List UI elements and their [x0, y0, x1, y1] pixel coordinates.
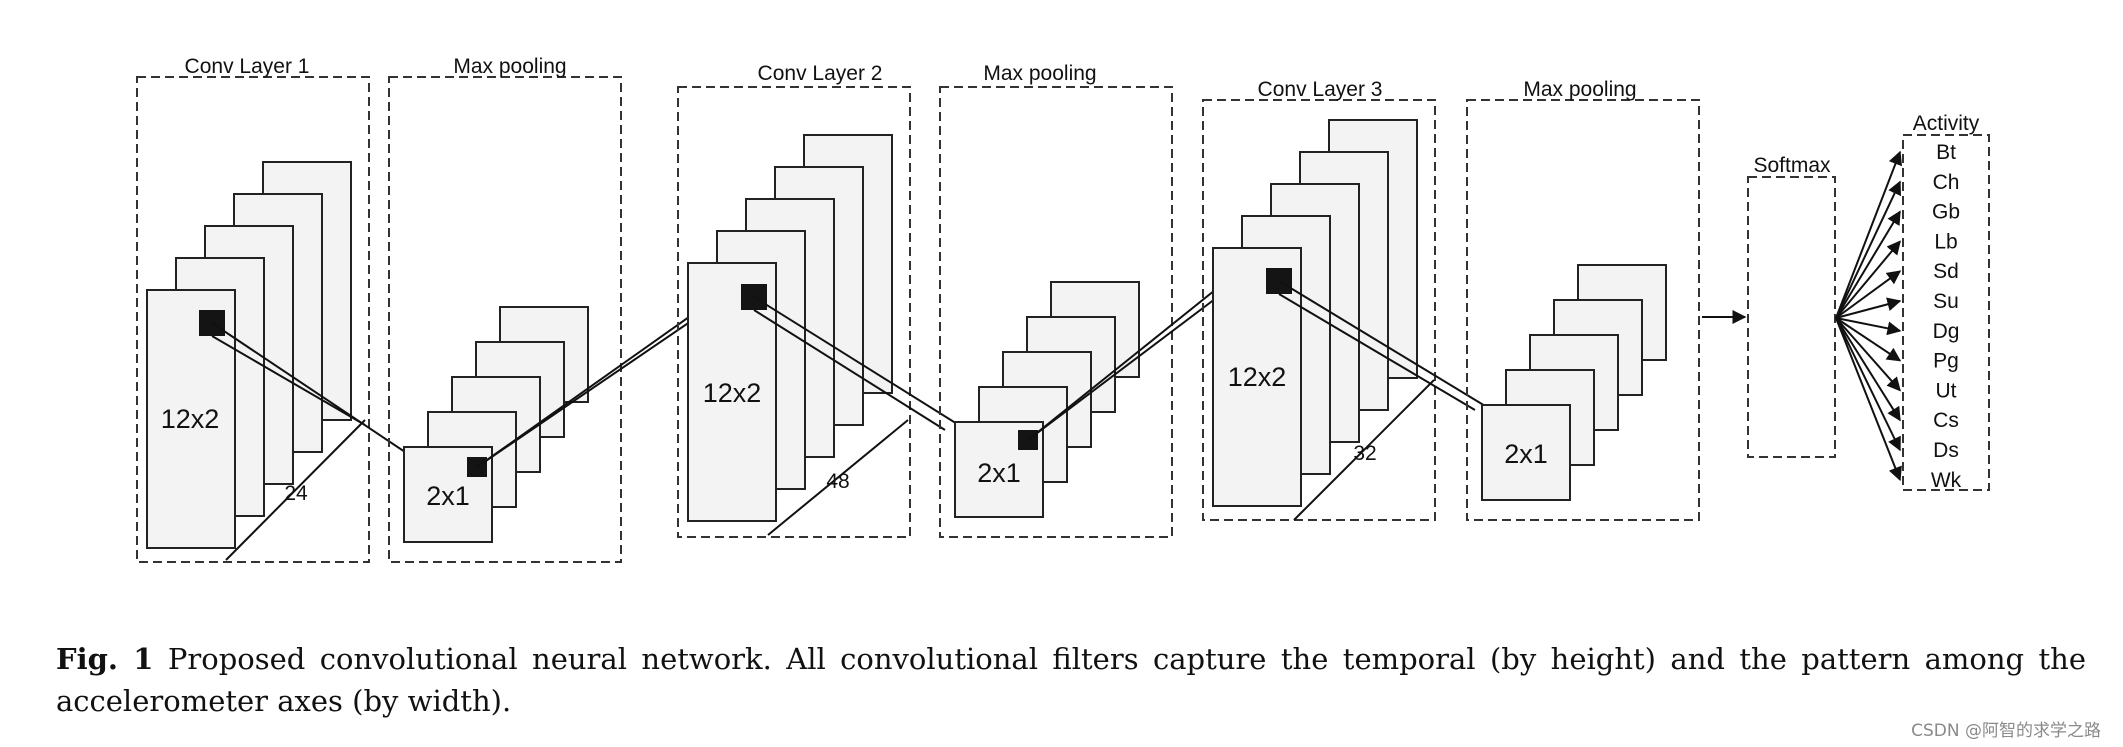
activity-label-su: Su — [1933, 290, 1959, 313]
conv3-map-1 — [1212, 247, 1302, 507]
activity-label-cs: Cs — [1933, 409, 1959, 432]
figure-caption: Fig. 1 Proposed convolutional neural net… — [56, 638, 2086, 722]
watermark: CSDN @阿智的求学之路 — [1911, 721, 2101, 741]
activity-arrow-pg — [1835, 317, 1902, 362]
activity-label-dg: Dg — [1933, 320, 1960, 343]
activity-label-bt: Bt — [1936, 141, 1956, 164]
conv2-map-1 — [687, 262, 777, 522]
activity-label-gb: Gb — [1932, 201, 1960, 224]
activity-label-wk: Wk — [1931, 469, 1962, 492]
softmax-box — [1747, 176, 1836, 458]
activity-arrow-wk — [1835, 317, 1902, 482]
conv-layer-1-box — [136, 76, 370, 563]
activity-box — [1902, 134, 1990, 491]
conv2-count-label: 48 — [826, 470, 849, 493]
conv-layer-1-title: Conv Layer 1 — [185, 55, 310, 78]
activity-arrow-sd — [1835, 270, 1902, 319]
pool2-dim-label: 2x1 — [977, 458, 1021, 488]
activity-arrow-ch — [1835, 180, 1901, 319]
conv1-wire-a — [211, 322, 421, 463]
conv-layer-2-box — [677, 86, 911, 538]
caption-text: Proposed convolutional neural network. A… — [56, 642, 2086, 718]
conv1-wire-b — [211, 335, 366, 426]
activity-arrow-su — [1835, 297, 1902, 319]
conv-layer-2-title: Conv Layer 2 — [758, 62, 883, 85]
activity-label-sd: Sd — [1933, 260, 1959, 283]
activity-label-ds: Ds — [1933, 439, 1959, 462]
pool3-dim-label: 2x1 — [1504, 439, 1548, 469]
max-pooling-1-box — [388, 76, 622, 563]
activity-label-pg: Pg — [1933, 350, 1959, 373]
conv2-dim-label: 12x2 — [703, 378, 762, 408]
pool2-wire-a — [1027, 269, 1241, 441]
conv3-depth-line — [1293, 379, 1435, 521]
conv3-count-label: 32 — [1353, 442, 1376, 465]
cnn-diagram: Conv Layer 1 12x2 24 Max pooling 2x1 Conv Lay… — [136, 55, 1990, 563]
max-pooling-2-box — [939, 86, 1173, 538]
conv1-count-label: 24 — [284, 482, 308, 505]
conv1-dim-label: 12x2 — [161, 404, 220, 434]
pool1-dim-label: 2x1 — [426, 481, 470, 511]
activity-title: Activity — [1913, 112, 1980, 135]
conv2-wire-a — [753, 296, 971, 433]
conv-layer-3-box — [1202, 99, 1436, 521]
max-pooling-3-title: Max pooling — [1523, 78, 1636, 101]
conv1-depth-line — [225, 419, 366, 561]
max-pooling-3-box — [1466, 99, 1700, 521]
activity-arrow-cs — [1835, 317, 1901, 422]
conv3-wire-b — [1278, 293, 1476, 411]
pool3-map-1 — [1481, 404, 1571, 501]
conv3-wire-a — [1278, 280, 1501, 416]
activity-arrow-ut — [1835, 317, 1901, 392]
pool1-wire-b — [476, 314, 701, 468]
max-pooling-1-title: Max pooling — [453, 55, 566, 78]
max-pooling-2-title: Max pooling — [983, 62, 1096, 85]
activity-arrow-gb — [1835, 210, 1901, 319]
activity-label-ut: Ut — [1936, 379, 1957, 402]
activity-arrow-lb — [1835, 240, 1901, 319]
activity-arrow-dg — [1835, 317, 1902, 336]
activity-label-ch: Ch — [1933, 171, 1960, 194]
conv3-dim-label: 12x2 — [1228, 362, 1287, 392]
conv-layer-3-title: Conv Layer 3 — [1258, 78, 1383, 101]
conv2-wire-b — [753, 309, 946, 431]
caption-label: Fig. 1 — [56, 642, 154, 676]
activity-label-lb: Lb — [1934, 230, 1957, 253]
conv2-depth-line — [767, 419, 909, 536]
softmax-title: Softmax — [1753, 154, 1831, 177]
activity-arrow-bt — [1835, 150, 1902, 319]
activity-arrow-ds — [1835, 317, 1901, 452]
